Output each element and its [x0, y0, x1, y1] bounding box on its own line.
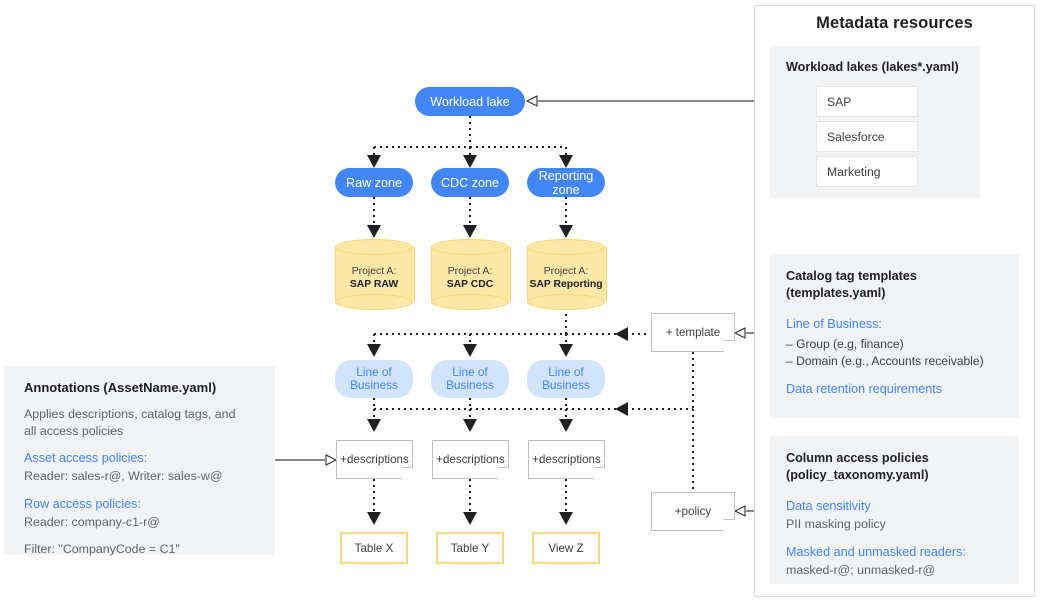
data-sensitivity-head: Data sensitivity: [786, 499, 871, 513]
catalog-bullet-domain: – Domain (e.g., Accounts receivable): [786, 354, 984, 368]
line-of-business-head: Line of Business:: [786, 317, 882, 331]
row-access-policies-value: Reader: company-c1-r@: [24, 515, 160, 529]
policy-note[interactable]: +policy: [651, 492, 735, 531]
workload-lakes-title: Workload lakes (lakes*.yaml): [786, 60, 959, 74]
folded-corner-icon: [593, 467, 605, 479]
descriptions-note-cdc[interactable]: +descriptions: [432, 440, 509, 479]
data-sensitivity-value: PII masking policy: [786, 517, 886, 531]
catalog-title-line1: Catalog tag templates: [786, 269, 917, 283]
edge-template-bus-to-lob: [373, 308, 650, 345]
project-name: SAP Reporting: [529, 279, 603, 290]
project-name: SAP CDC: [446, 279, 494, 290]
line-of-business-pill-cdc[interactable]: Line of Business: [431, 360, 509, 398]
metadata-resources-title: Metadata resources: [816, 14, 973, 32]
edge-descriptions-to-assets: [373, 479, 567, 513]
arrowheads-assets: [367, 512, 573, 525]
lob-line2: Business: [446, 378, 494, 392]
project-prefix: Project A:: [543, 266, 589, 277]
project-prefix: Project A:: [351, 266, 397, 277]
lake-item-marketing[interactable]: Marketing: [816, 156, 918, 187]
asset-access-policies-value: Reader: sales-r@, Writer: sales-w@: [24, 469, 223, 483]
edge-workload-lake-to-zones: [373, 116, 567, 156]
descriptions-note-label: +descriptions: [340, 453, 409, 466]
arrowhead-template-bus: [615, 327, 628, 341]
lob-line1: Line of: [452, 365, 488, 379]
workload-lake-pill[interactable]: Workload lake: [415, 87, 525, 116]
catalog-bullet-group: – Group (e.g, finance): [786, 337, 904, 351]
project-cylinder-sap-cdc[interactable]: Project A: SAP CDC: [431, 239, 511, 310]
catalog-title-line2: (templates.yaml): [786, 286, 886, 300]
project-name: SAP RAW: [349, 279, 399, 290]
folded-corner-icon: [401, 467, 413, 479]
column-title-line1: Column access policies: [786, 451, 929, 465]
project-cylinder-sap-reporting[interactable]: Project A: SAP Reporting: [527, 239, 607, 310]
column-access-policies-card: Column access policies (policy_taxonomy.…: [770, 436, 1019, 584]
row-filter-value: Filter: "CompanyCode = C1": [24, 542, 180, 556]
zone-pill-reporting[interactable]: Reporting zone: [527, 168, 605, 197]
annotations-card: Annotations (AssetName.yaml) Applies des…: [4, 366, 275, 556]
lob-line2: Business: [350, 378, 398, 392]
asset-box-view-z[interactable]: View Z: [532, 532, 600, 564]
lake-item-sap[interactable]: SAP: [816, 86, 918, 117]
line-of-business-pill-reporting[interactable]: Line of Business: [527, 360, 605, 398]
lake-item-salesforce[interactable]: Salesforce: [816, 121, 918, 152]
arrowheads-lob: [367, 344, 573, 357]
descriptions-note-reporting[interactable]: +descriptions: [528, 440, 605, 479]
descriptions-note-label: +descriptions: [532, 453, 601, 466]
annotations-desc-line2: all access policies: [24, 424, 124, 438]
annotations-title: Annotations (AssetName.yaml): [24, 380, 217, 395]
edge-annotations-to-descriptions: [275, 454, 338, 466]
folded-corner-icon: [723, 340, 735, 352]
template-note[interactable]: + template: [651, 313, 735, 352]
arrowheads-projects: [367, 225, 573, 238]
folded-corner-icon: [497, 467, 509, 479]
asset-box-table-x[interactable]: Table X: [340, 532, 408, 564]
zone-pill-raw[interactable]: Raw zone: [335, 168, 413, 197]
masked-readers-value: masked-r@; unmasked-r@: [786, 563, 936, 577]
project-prefix: Project A:: [447, 266, 493, 277]
data-retention-head: Data retention requirements: [786, 382, 943, 396]
asset-access-policies-head: Asset access policies:: [24, 451, 148, 465]
row-access-policies-head: Row access policies:: [24, 497, 141, 511]
masked-readers-head: Masked and unmasked readers:: [786, 545, 966, 559]
lob-line1: Line of: [356, 365, 392, 379]
project-cylinder-sap-raw[interactable]: Project A: SAP RAW: [335, 239, 415, 310]
descriptions-note-label: +descriptions: [436, 453, 505, 466]
annotations-desc-line1: Applies descriptions, catalog tags, and: [24, 407, 236, 421]
arrowheads-descriptions: [367, 419, 573, 432]
descriptions-note-raw[interactable]: +descriptions: [336, 440, 413, 479]
line-of-business-pill-raw[interactable]: Line of Business: [335, 360, 413, 398]
template-note-label: + template: [665, 326, 721, 339]
arrowheads-zones: [367, 155, 573, 168]
arrowhead-lower-bus: [615, 402, 628, 416]
catalog-tag-templates-card: Catalog tag templates (templates.yaml) L…: [770, 254, 1019, 418]
asset-box-table-y[interactable]: Table Y: [436, 532, 504, 564]
policy-note-label: +policy: [674, 505, 712, 518]
folded-corner-icon: [723, 519, 735, 531]
zone-pill-cdc[interactable]: CDC zone: [431, 168, 509, 197]
lob-line2: Business: [542, 378, 590, 392]
column-title-line2: (policy_taxonomy.yaml): [786, 468, 929, 482]
lob-line1: Line of: [548, 365, 584, 379]
edge-zones-to-projects: [373, 197, 567, 226]
